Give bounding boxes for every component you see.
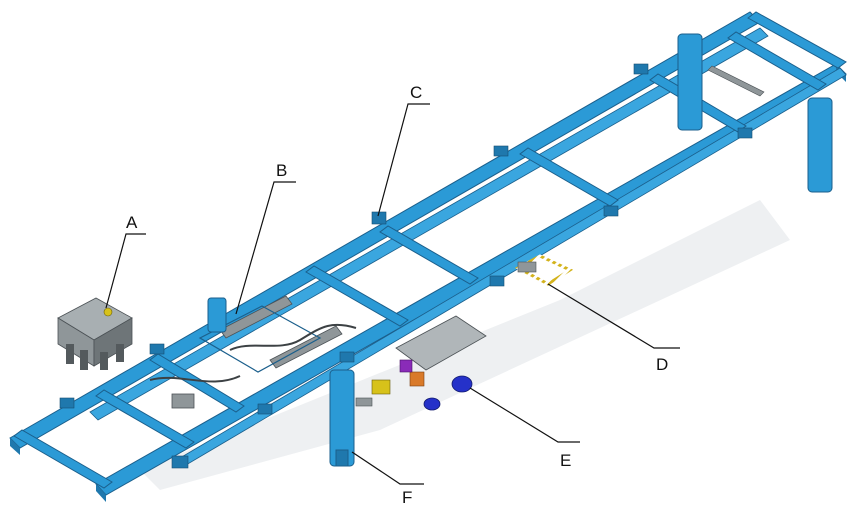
pump-unit — [171, 393, 195, 409]
cross-member-6 — [519, 147, 619, 207]
cross-member-9 — [747, 11, 847, 69]
leader-b — [235, 181, 296, 315]
leader-a — [105, 233, 146, 309]
cross-members — [13, 11, 847, 489]
jack-leg-right-rear — [677, 33, 703, 131]
label-c: C — [410, 83, 422, 102]
jack-legs — [207, 33, 833, 467]
label-f: F — [402, 488, 412, 507]
valve-housing — [395, 315, 487, 371]
hydraulic-hose — [229, 323, 357, 351]
leader-c — [377, 103, 430, 217]
hydraulic-hose — [149, 375, 241, 383]
mount-bracket — [517, 261, 537, 273]
jack-leg-f-foot — [335, 449, 349, 467]
bracket — [603, 205, 619, 217]
cross-member-2 — [95, 389, 195, 449]
label-d: D — [656, 355, 668, 374]
cross-member-4 — [305, 265, 409, 327]
blue-coupling — [451, 375, 473, 393]
rear-rail-side — [10, 438, 20, 455]
yellow-solenoid — [371, 379, 391, 395]
cross-member-3 — [149, 353, 245, 413]
inner-rail-2 — [179, 67, 847, 466]
bracket — [339, 351, 355, 363]
bracket — [493, 145, 509, 157]
cross-member-8 — [727, 31, 827, 91]
leader-f — [351, 451, 424, 485]
label-b: B — [276, 161, 287, 180]
hose-fitting — [355, 397, 373, 407]
frame-brackets — [59, 63, 753, 469]
hatched-outline — [514, 254, 574, 286]
label-e: E — [560, 451, 571, 470]
component-d-outline — [514, 254, 574, 286]
valve-spool — [116, 344, 124, 362]
bracket — [633, 63, 649, 75]
bracket — [171, 455, 189, 469]
bracket — [257, 403, 273, 415]
valve-fitting — [103, 307, 113, 317]
mounting-plate — [198, 305, 322, 373]
label-a: A — [126, 213, 138, 232]
blue-coupling — [423, 397, 441, 411]
leader-lines — [105, 103, 680, 485]
jack-leg-right-front — [807, 97, 833, 193]
bracket — [737, 127, 753, 139]
cross-member-1 — [13, 429, 113, 489]
valve-spool — [100, 352, 108, 370]
component-e-valve-assembly — [355, 315, 487, 411]
bracket — [489, 275, 505, 287]
valve-spool — [80, 350, 88, 370]
jack-leg-left-rear — [207, 297, 227, 333]
front-rail-side — [96, 484, 106, 502]
leader-d — [547, 283, 680, 349]
rear-cylinder-rod — [707, 65, 765, 97]
bracket — [149, 343, 165, 355]
leader-e — [469, 387, 580, 443]
component-a-valve-block — [57, 297, 133, 370]
orange-valve — [409, 371, 425, 387]
bracket — [59, 397, 75, 409]
cylinder-2 — [269, 325, 343, 369]
valve-spool — [66, 344, 74, 364]
cross-member-5 — [379, 225, 479, 285]
purple-valve — [399, 359, 413, 373]
